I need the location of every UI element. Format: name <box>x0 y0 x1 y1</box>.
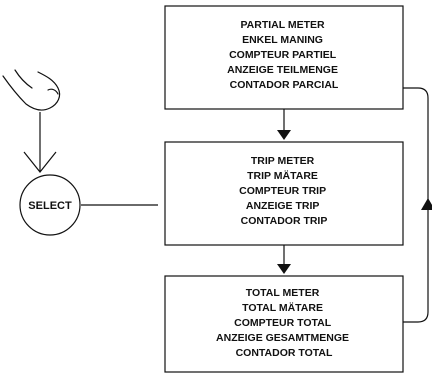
trip-meter-box: TRIP METER TRIP MÄTARE COMPTEUR TRIP ANZ… <box>164 141 404 246</box>
press-arrow <box>23 112 57 173</box>
svg-text:PARTIAL METER ENKEL MANI: PARTIAL METER ENKEL MANING COMPTEUR PART… <box>227 19 341 91</box>
partial-meter-box: PARTIAL METER ENKEL MANING COMPTEUR PART… <box>164 5 404 110</box>
total-meter-line-3: COMPTEUR TOTAL <box>234 317 332 329</box>
total-meter-box: TOTAL METER TOTAL MÄTARE COMPTEUR TOTAL … <box>164 275 404 373</box>
trip-meter-line-1: TRIP METER <box>251 155 315 167</box>
total-meter-line-2: TOTAL MÄTARE <box>242 301 323 314</box>
partial-meter-line-4: ANZEIGE TEILMENGE <box>227 64 338 76</box>
finger-press-icon <box>2 69 61 111</box>
select-button[interactable]: SELECT <box>19 174 81 236</box>
partial-meter-line-3: COMPTEUR PARTIEL <box>229 49 337 61</box>
select-button-label: SELECT <box>28 200 72 212</box>
partial-meter-line-2: ENKEL MANING <box>242 34 323 46</box>
trip-meter-line-3: COMPTEUR TRIP <box>239 185 326 197</box>
total-meter-line-1: TOTAL METER <box>246 287 320 299</box>
svg-text:TRIP METER TRIP MÄTARE: TRIP METER TRIP MÄTARE COMPTEUR TRIP ANZ… <box>239 155 329 227</box>
total-meter-line-4: ANZEIGE GESAMTMENGE <box>216 332 349 344</box>
arrow-partial-to-trip <box>277 109 291 140</box>
arrow-trip-to-total <box>277 245 291 274</box>
return-loop-arrow <box>403 87 432 323</box>
partial-meter-line-1: PARTIAL METER <box>240 19 325 31</box>
total-meter-line-5: CONTADOR TOTAL <box>236 347 333 359</box>
partial-meter-line-5: CONTADOR PARCIAL <box>230 79 339 91</box>
trip-meter-line-4: ANZEIGE TRIP <box>246 200 320 212</box>
trip-meter-line-5: CONTADOR TRIP <box>241 215 328 227</box>
trip-meter-line-2: TRIP MÄTARE <box>247 169 318 182</box>
svg-text:TOTAL METER TOTAL MÄTARE: TOTAL METER TOTAL MÄTARE COMPTEUR TOTAL … <box>216 287 352 359</box>
